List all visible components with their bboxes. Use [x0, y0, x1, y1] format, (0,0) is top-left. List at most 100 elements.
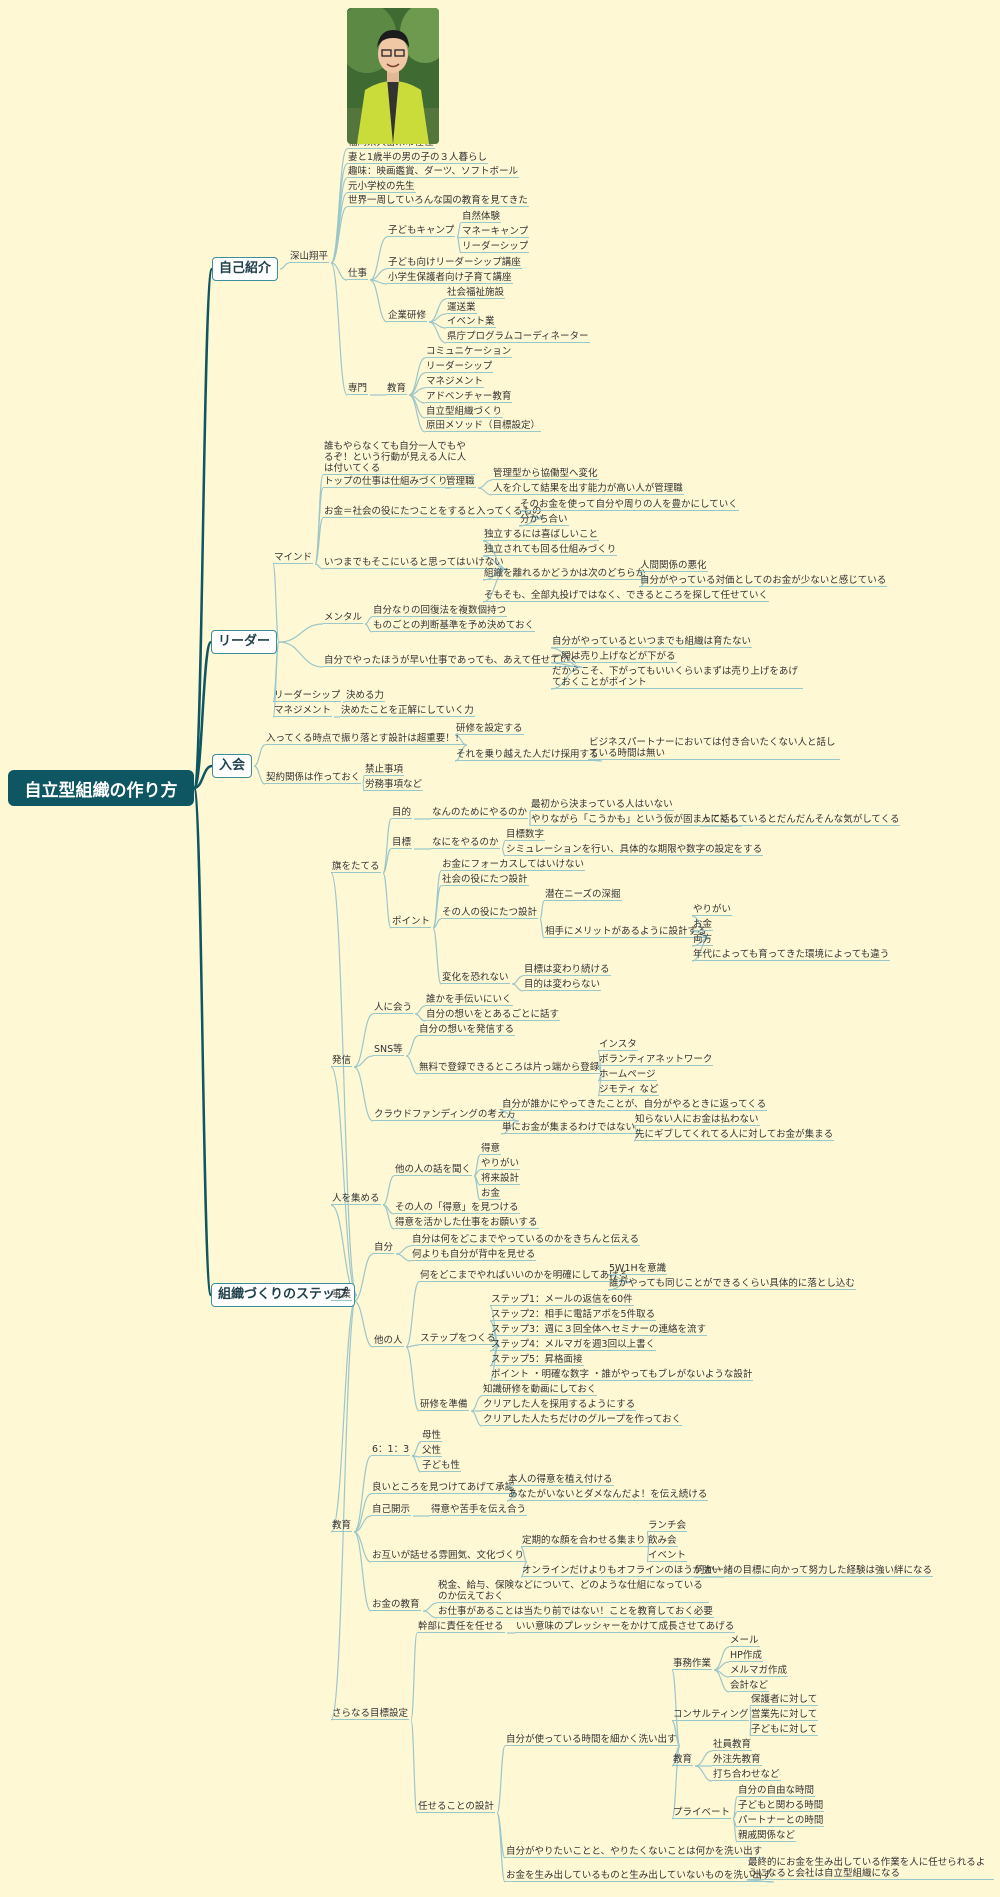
topic-node-s1a1b1[interactable]: 人に話しているとだんだんそんな気がしてくる — [700, 814, 901, 826]
topic-node-mm[interactable]: メンタル — [323, 612, 364, 624]
topic-node-e1f[interactable]: 原田メソッド（目標設定） — [425, 420, 542, 432]
main-topic-c3[interactable]: 入会 — [212, 754, 253, 778]
topic-node-m2a[interactable]: そのお金を使って自分や周りの人を豊かにしていく — [519, 499, 739, 511]
topic-node-mm2[interactable]: ものごとの判断基準を予め決めておく — [372, 620, 536, 632]
topic-node-s6b3[interactable]: お金を生み出しているものと生み出していないものを洗い出す — [505, 1870, 773, 1882]
topic-node-p3[interactable]: 趣味：映画鑑賞、ダーツ、ソフトボール — [347, 166, 520, 178]
topic-node-s4b1a[interactable]: 5W1Hを意識 — [608, 1263, 668, 1275]
topic-node-w4d[interactable]: 県庁プログラムコーディネーター — [446, 331, 590, 343]
topic-node-w4[interactable]: 企業研修 — [387, 310, 428, 322]
topic-node-s4[interactable]: 事業 — [331, 1289, 353, 1301]
topic-node-w1[interactable]: 子どもキャンプ — [387, 225, 456, 237]
topic-node-s6b1b2[interactable]: 営業先に対して — [750, 1709, 819, 1721]
topic-node-s4b2a[interactable]: ステップ1：メールの返信を60件 — [490, 1294, 634, 1306]
topic-node-s1b[interactable]: 目標 — [391, 837, 413, 849]
topic-node-s6b1a1[interactable]: メール — [729, 1635, 760, 1647]
topic-node-s1a1[interactable]: なんのためにやるのか — [431, 807, 529, 819]
topic-node-s1c2[interactable]: 社会の役にたつ設計 — [441, 874, 529, 886]
topic-node-s3[interactable]: 人を集める — [331, 1193, 381, 1205]
topic-node-s1c3[interactable]: その人の役にたつ設計 — [441, 907, 539, 919]
topic-node-m4c[interactable]: だからこそ、下がってもいいくらいまずは売り上げをあげておくことがポイント — [551, 666, 803, 689]
topic-node-m3d[interactable]: そもそも、全部丸投げではなく、できるところを探して任せていく — [483, 590, 770, 602]
topic-node-s5e2[interactable]: お仕事があることは当たり前ではない！ことを教育しておく必要 — [437, 1606, 714, 1618]
topic-node-j2a[interactable]: 禁止事項 — [364, 764, 405, 776]
topic-node-m0[interactable]: 誰もやらなくても自分一人でもやるぞ！という行動が見える人に人は付いてくる — [323, 441, 475, 475]
topic-node-s6b1a3[interactable]: メルマガ作成 — [729, 1665, 789, 1677]
topic-node-w1b[interactable]: マネーキャンプ — [461, 226, 530, 238]
topic-node-s6b1b[interactable]: コンサルティング — [672, 1709, 750, 1721]
topic-node-s5c[interactable]: 自己開示 — [371, 1504, 412, 1516]
topic-node-s5b2[interactable]: あなたがいないとダメなんだよ！を伝え続ける — [507, 1489, 709, 1501]
topic-node-mm1[interactable]: 自分なりの回復法を複数個持つ — [372, 605, 508, 617]
topic-node-s1a[interactable]: 目的 — [391, 807, 413, 819]
topic-node-s5d1[interactable]: 定期的な顔を合わせる集まり — [521, 1535, 647, 1547]
topic-node-s6b1b1[interactable]: 保護者に対して — [750, 1694, 819, 1706]
topic-node-s2[interactable]: 発信 — [331, 1055, 353, 1067]
topic-node-s4b1[interactable]: 何をどこまでやればいいのかを明確にしてあげる — [419, 1270, 630, 1282]
topic-node-s3c[interactable]: 得意を活かした仕事をお願いする — [394, 1217, 539, 1229]
topic-node-s4b2[interactable]: ステップをつくる — [419, 1333, 497, 1345]
topic-node-s2b2c[interactable]: ホームページ — [598, 1069, 657, 1081]
topic-node-s3a3[interactable]: 将来設計 — [480, 1173, 521, 1185]
topic-node-s6b1c2[interactable]: 外注先教育 — [712, 1754, 762, 1766]
topic-node-p5[interactable]: 世界一周していろんな国の教育を見てきた — [347, 195, 529, 207]
topic-node-m2[interactable]: お金＝社会の役にたつことをすると入ってくるもの — [323, 506, 543, 518]
topic-node-s2b2a[interactable]: インスタ — [598, 1039, 638, 1051]
topic-node-s6b1d1[interactable]: 自分の自由な時間 — [737, 1785, 816, 1797]
topic-node-w3[interactable]: 小学生保護者向け子育て講座 — [387, 272, 513, 284]
topic-node-s6a1[interactable]: いい意味のプレッシャーをかけて成長させてあげる — [515, 1621, 736, 1633]
topic-node-s1c3b[interactable]: 相手にメリットがあるように設計する — [544, 926, 708, 938]
topic-node-s5d1c[interactable]: イベント — [647, 1550, 688, 1562]
topic-node-s6b1d3[interactable]: パートナーとの時間 — [737, 1815, 825, 1827]
topic-node-p6[interactable]: 仕事 — [347, 268, 369, 280]
topic-node-s4a[interactable]: 自分 — [373, 1242, 395, 1254]
topic-node-m4[interactable]: 自分でやったほうが早い仕事であっても、あえて任せていく — [323, 655, 580, 667]
topic-node-s1c3b3[interactable]: 両方 — [692, 934, 714, 946]
topic-node-m3c2[interactable]: 自分がやっている対価としてのお金が少ないと感じている — [639, 575, 888, 587]
topic-node-s5b[interactable]: 良いところを見つけてあげて承認 — [371, 1482, 516, 1494]
topic-node-s5d[interactable]: お互いが話せる雰囲気、文化づくり — [371, 1550, 526, 1562]
topic-node-s1c1[interactable]: お金にフォーカスしてはいけない — [441, 859, 586, 871]
topic-node-s2a1[interactable]: 誰かを手伝いにいく — [425, 994, 513, 1006]
topic-node-s1a1a[interactable]: 最初から決まっている人はいない — [530, 799, 674, 811]
topic-node-s2b1[interactable]: 自分の想いを発信する — [418, 1024, 516, 1036]
topic-node-s4b[interactable]: 他の人 — [373, 1335, 404, 1347]
topic-node-p7[interactable]: 専門 — [347, 383, 369, 395]
topic-node-s4b2c[interactable]: ステップ3：週に３回全体へセミナーの連絡を流す — [490, 1324, 708, 1336]
topic-node-s6[interactable]: さらなる目標設定 — [331, 1708, 410, 1720]
main-topic-c4[interactable]: 組織づくりのステップ — [211, 1283, 356, 1307]
topic-node-j2b[interactable]: 労務事項など — [364, 779, 424, 791]
topic-node-m[interactable]: マインド — [273, 552, 314, 564]
topic-node-j1a[interactable]: 研修を設定する — [455, 723, 524, 735]
topic-node-s6b1[interactable]: 自分が使っている時間を細かく洗い出す — [505, 1734, 678, 1746]
topic-node-s4b3b[interactable]: クリアした人を採用するようにする — [482, 1399, 637, 1411]
topic-node-s6a[interactable]: 幹部に責任を任せる — [417, 1621, 505, 1633]
topic-node-w1c[interactable]: リーダーシップ — [461, 241, 530, 253]
topic-node-s2b[interactable]: SNS等 — [373, 1044, 404, 1056]
topic-node-s6b1d[interactable]: プライベート — [672, 1807, 732, 1819]
topic-node-e1e[interactable]: 自立型組織づくり — [425, 406, 504, 418]
topic-node-s6b1a2[interactable]: HP作成 — [729, 1650, 763, 1662]
topic-node-s6b1d2[interactable]: 子どもと関わる時間 — [737, 1800, 825, 1812]
main-topic-c2[interactable]: リーダー — [211, 630, 278, 654]
topic-node-m4a[interactable]: 自分がやっているといつまでも組織は育たない — [551, 636, 753, 648]
topic-node-m3b[interactable]: 独立されても回る仕組みづくり — [483, 544, 618, 556]
topic-node-s1c3b2[interactable]: お金 — [692, 919, 714, 931]
topic-node-m3c[interactable]: 組織を離れるかどうかは次のどちらか — [483, 568, 647, 580]
topic-node-e1c[interactable]: マネジメント — [425, 376, 485, 388]
topic-node-s4b1b[interactable]: 誰がやっても同じことができるくらい具体的に落とし込む — [608, 1278, 856, 1290]
topic-node-s3a4[interactable]: お金 — [480, 1188, 502, 1200]
topic-node-s6b1b3[interactable]: 子どもに対して — [750, 1724, 819, 1736]
topic-node-s2c2[interactable]: 単にお金が集まるわけではない — [501, 1122, 637, 1134]
topic-node-s2c2b[interactable]: 先にギブしてくれてる人に対してお金が集まる — [634, 1129, 835, 1141]
topic-node-s1c3b1[interactable]: やりがい — [692, 904, 733, 916]
topic-node-s4a2[interactable]: 何よりも自分が背中を見せる — [411, 1249, 537, 1261]
topic-node-w1a[interactable]: 自然体験 — [461, 211, 502, 223]
topic-node-j1b[interactable]: それを乗り越えた人だけ採用する — [455, 749, 600, 761]
root-topic[interactable]: 自立型組織の作り方 — [8, 770, 194, 806]
topic-node-s3b[interactable]: その人の「得意」を見つける — [394, 1202, 520, 1214]
topic-node-s1c4a[interactable]: 目標は変わり続ける — [523, 964, 611, 976]
topic-node-mg1[interactable]: 決めたことを正解にしていく力 — [340, 705, 475, 717]
main-topic-c1[interactable]: 自己紹介 — [212, 257, 279, 281]
topic-node-m1[interactable]: トップの仕事は仕組みづくり — [323, 476, 449, 488]
